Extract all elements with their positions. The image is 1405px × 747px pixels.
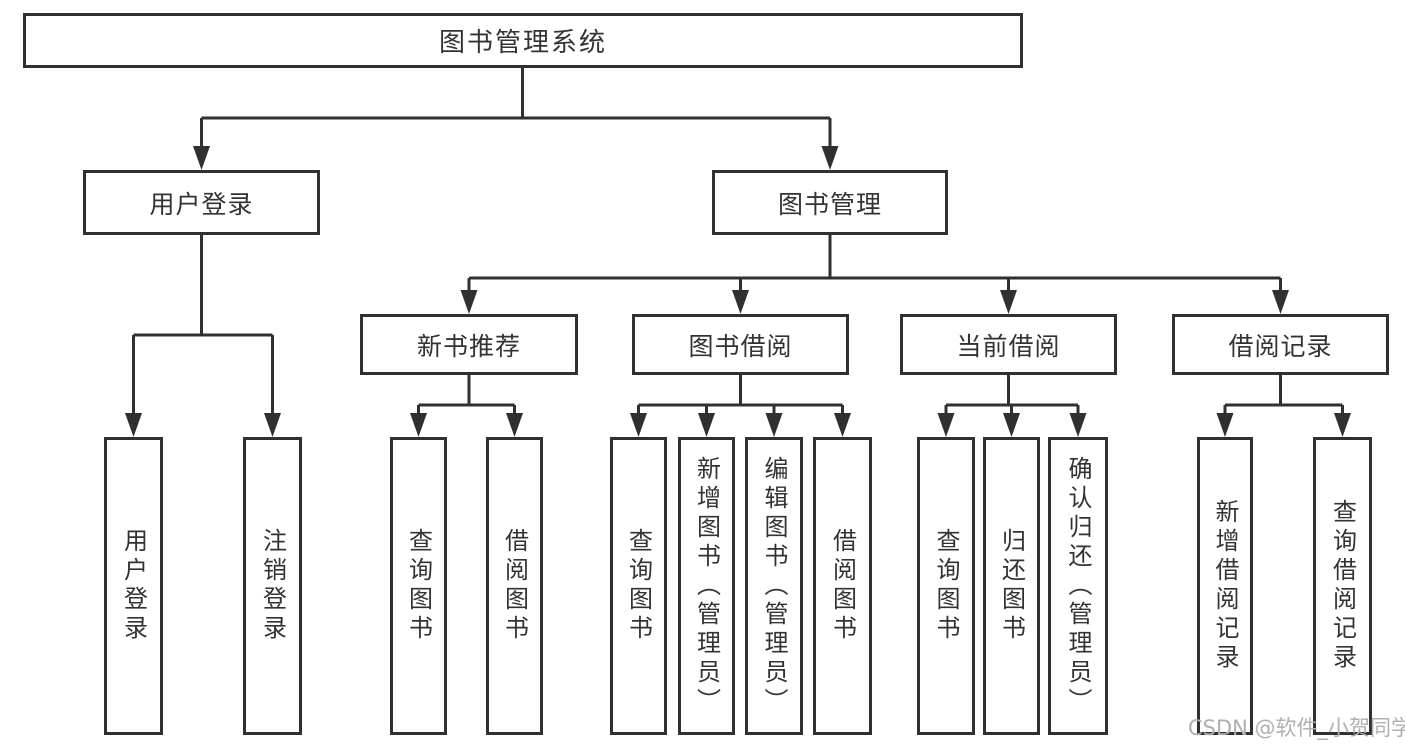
node-new-book-recommend: 新书推荐: [360, 314, 578, 375]
connector-current-borrow-branch: [944, 375, 1080, 415]
connector-borrow-record-branch: [1223, 375, 1344, 415]
watermark: CSDN @软件_小贺同学: [1188, 716, 1405, 740]
leaf-query-borrow-record: 查询借阅记录: [1313, 437, 1372, 735]
node-borrow-record: 借阅记录: [1172, 314, 1389, 375]
connector-book-management-branch: [467, 235, 1282, 292]
connector-new-book-recommend-branch: [417, 375, 516, 415]
node-user-login: 用户登录: [83, 170, 320, 235]
leaf-query-book-recommend: 查询图书: [390, 437, 447, 735]
leaf-edit-book-admin: 编辑图书（管理员）: [745, 437, 803, 735]
arrowheads: [125, 146, 1351, 437]
leaf-logout: 注销登录: [243, 437, 302, 735]
node-current-borrow: 当前借阅: [900, 314, 1117, 375]
leaf-add-borrow-record: 新增借阅记录: [1197, 437, 1253, 735]
leaf-user-login: 用户登录: [104, 437, 163, 735]
node-book-management: 图书管理: [712, 170, 948, 235]
leaf-confirm-return-admin: 确认归还（管理员）: [1048, 437, 1108, 735]
leaf-add-book-admin: 新增图书（管理员）: [678, 437, 735, 735]
leaf-return-book: 归还图书: [983, 437, 1040, 735]
connector-user-login-branch: [132, 235, 274, 415]
connector-root-to-level2: [200, 68, 832, 148]
node-book-borrow: 图书借阅: [632, 314, 849, 375]
leaf-borrow-book-borrow: 借阅图书: [813, 437, 872, 735]
leaf-query-book-current: 查询图书: [917, 437, 975, 735]
node-root: 图书管理系统: [23, 13, 1023, 68]
connector-book-borrow-branch: [637, 375, 844, 415]
leaf-borrow-book-recommend: 借阅图书: [486, 437, 543, 735]
leaf-query-book-borrow: 查询图书: [610, 437, 667, 735]
